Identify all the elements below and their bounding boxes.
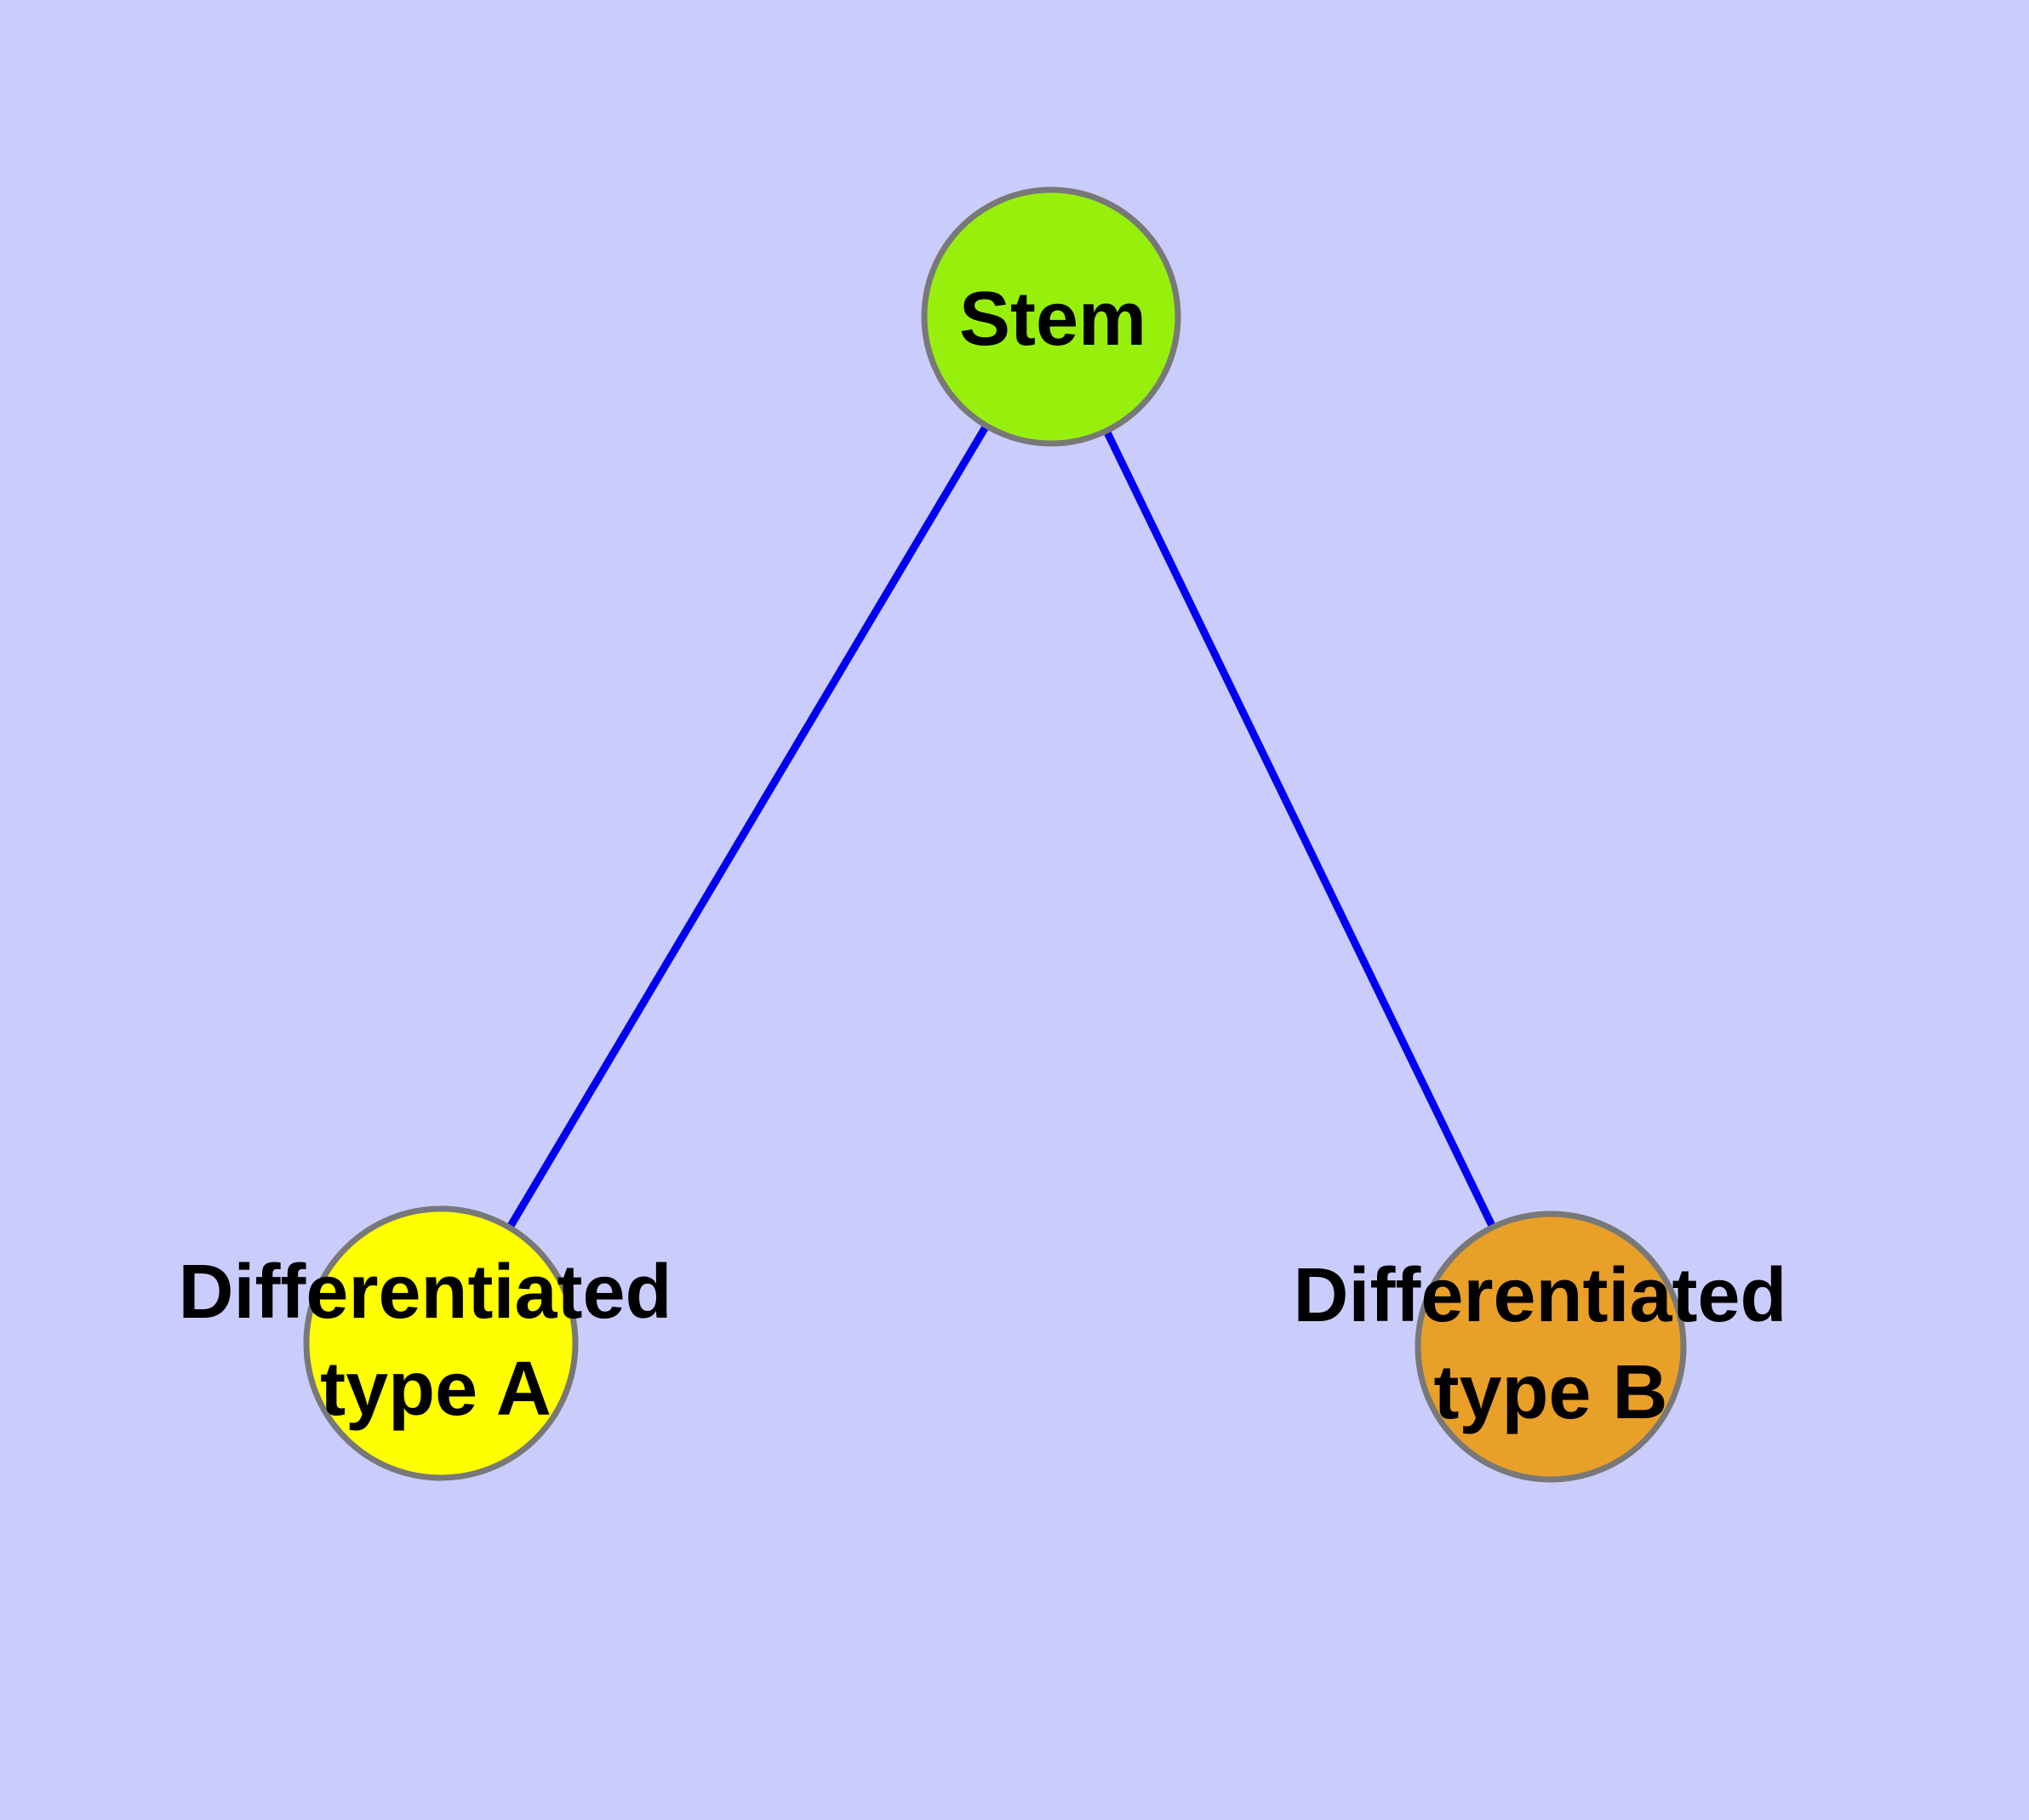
node-differentiated-type-a[interactable]: Differentiated type A [178, 1205, 693, 1481]
node-differentiated-type-b-label: Differentiated type B [1293, 1253, 1808, 1435]
edge-layer [437, 314, 1555, 1348]
edge-stem-to-type-b[interactable] [1047, 315, 1555, 1348]
edge-stem-to-type-a[interactable] [437, 314, 1055, 1346]
node-differentiated-type-b-label-line2: type B [1433, 1350, 1667, 1435]
node-differentiated-type-a-circle[interactable] [303, 1205, 579, 1481]
node-differentiated-type-b-label-line1: Differentiated [1293, 1253, 1786, 1338]
node-differentiated-type-b[interactable]: Differentiated type B [1293, 1210, 1808, 1483]
node-stem[interactable]: Stem [921, 186, 1181, 447]
node-stem-circle[interactable] [921, 186, 1181, 447]
node-differentiated-type-a-label: Differentiated type A [178, 1250, 693, 1432]
node-differentiated-type-b-circle[interactable] [1415, 1210, 1687, 1483]
node-stem-label: Stem [959, 277, 1146, 362]
node-differentiated-type-a-label-line2: type A [320, 1347, 552, 1432]
node-differentiated-type-a-label-line1: Differentiated [178, 1250, 672, 1335]
